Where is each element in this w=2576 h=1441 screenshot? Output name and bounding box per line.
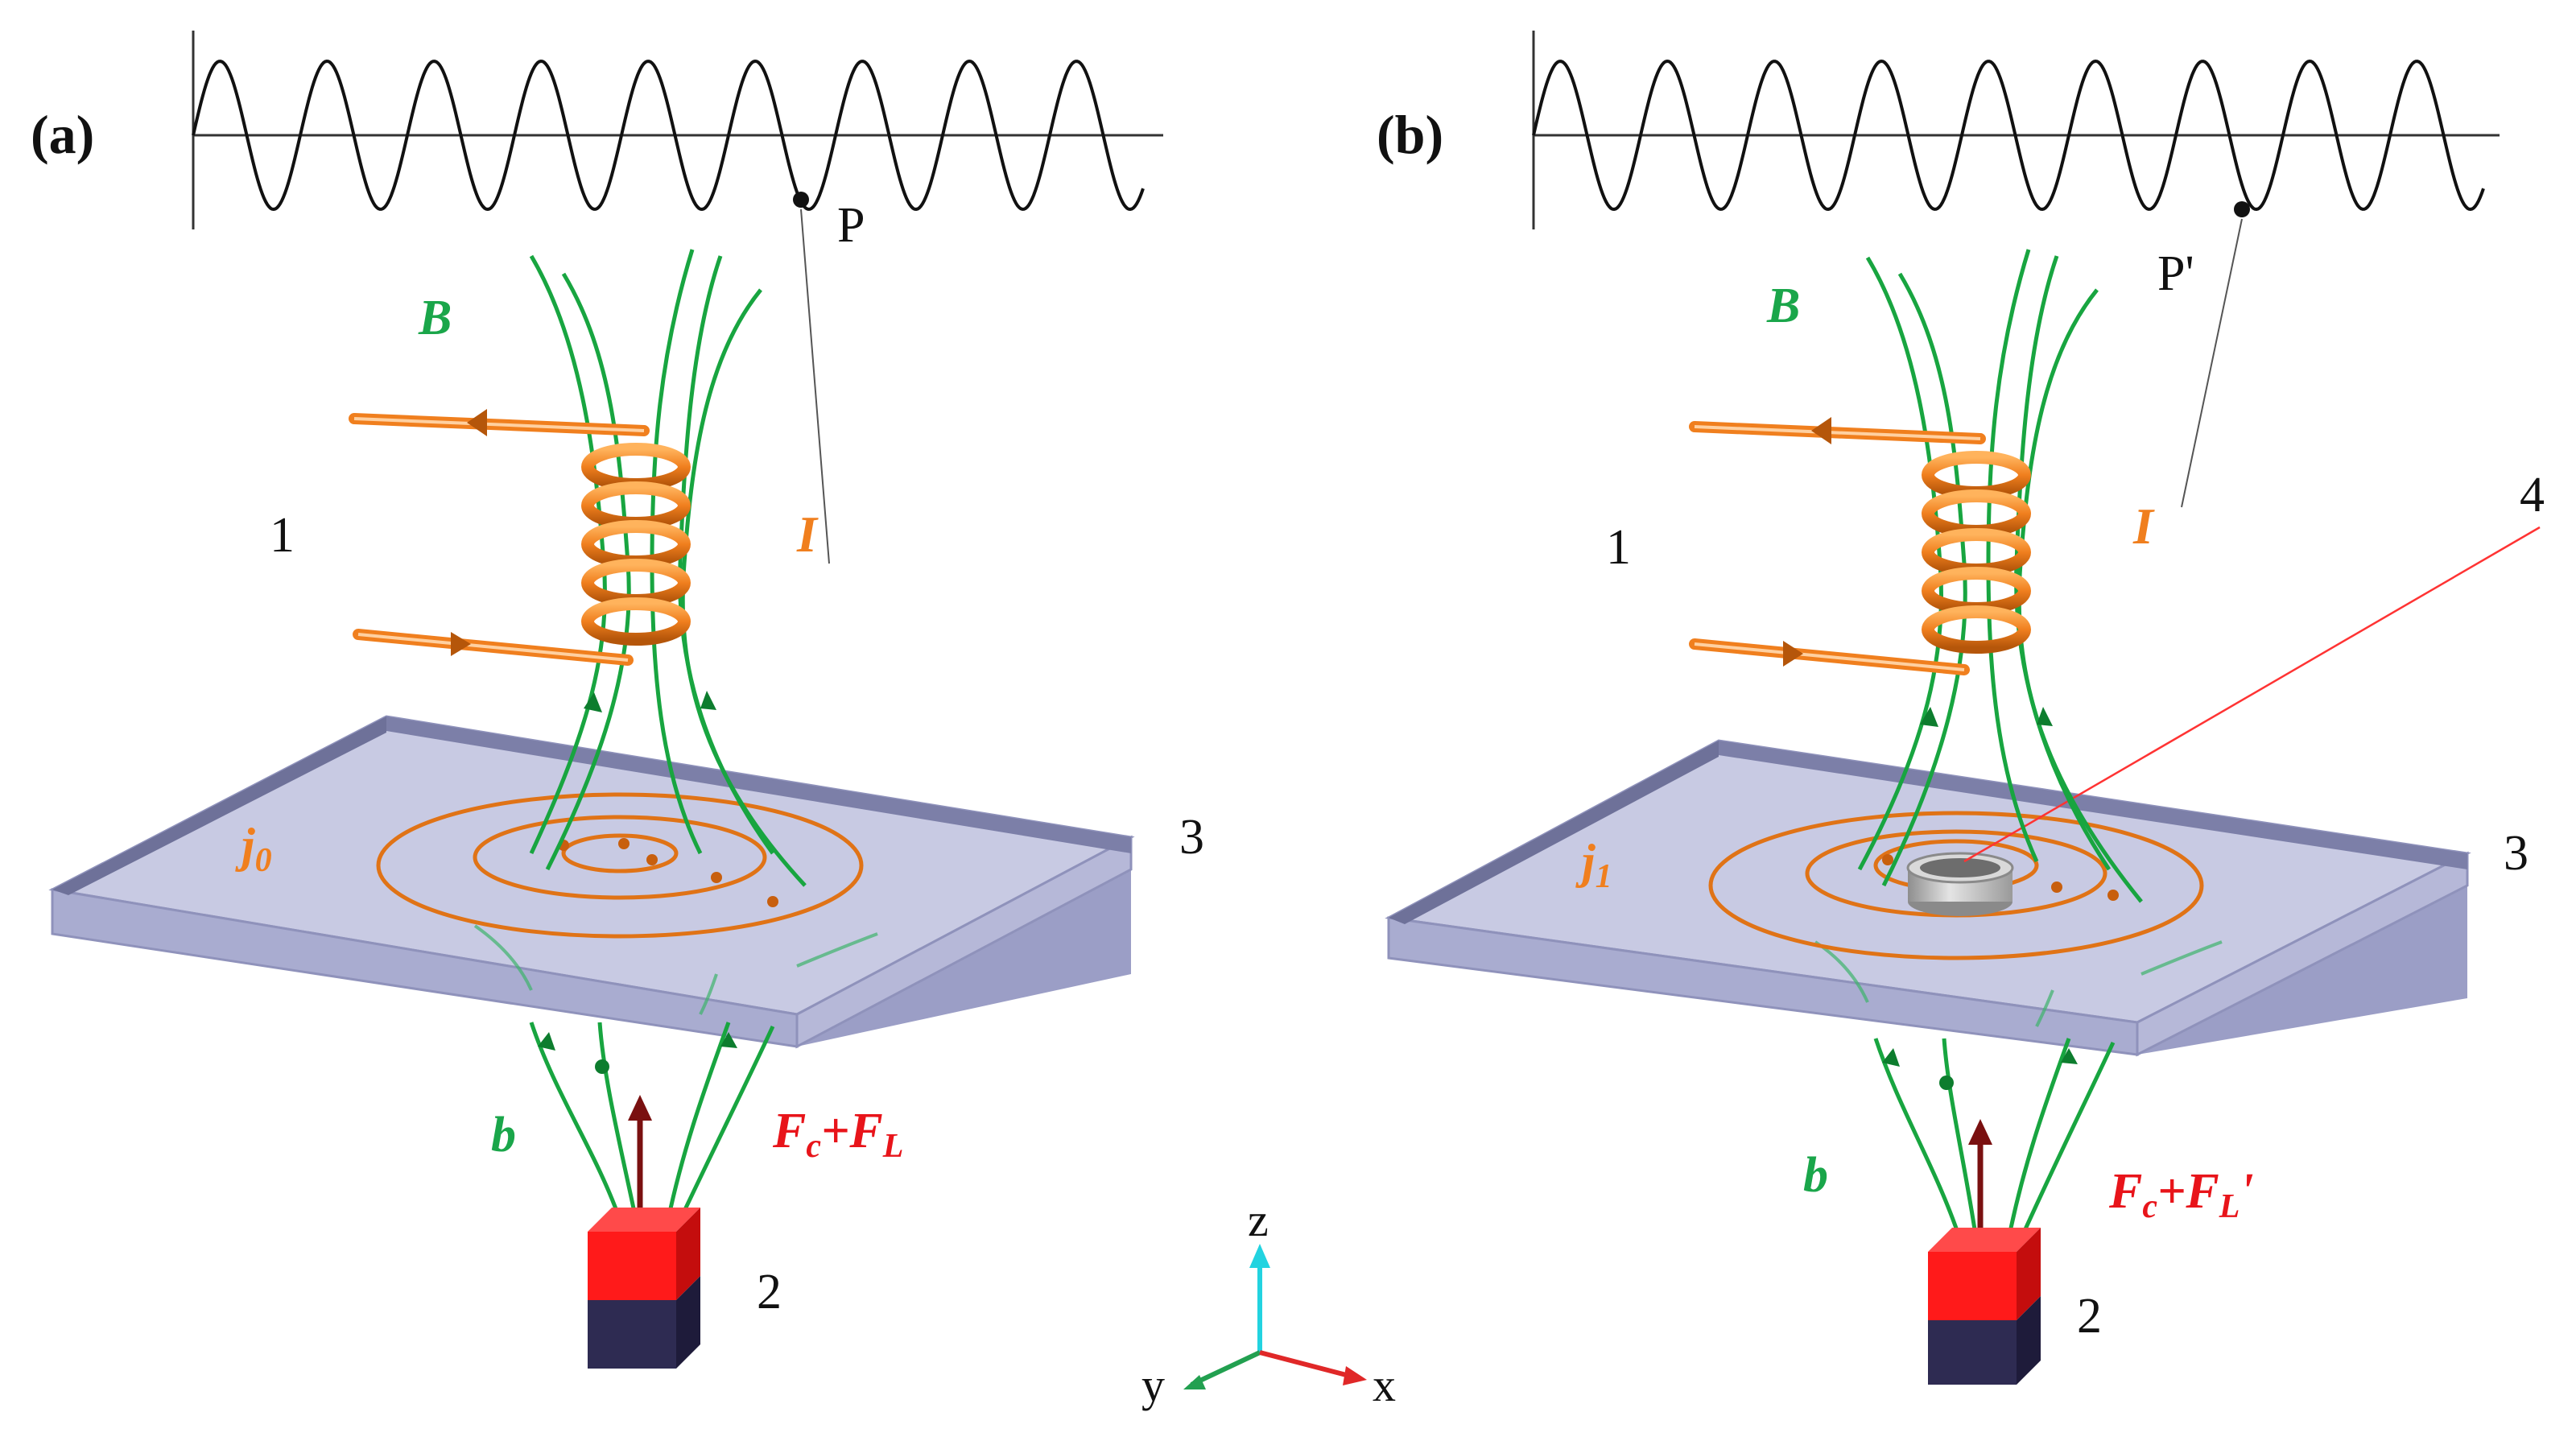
panel-a: (a) P: [31, 31, 1204, 1369]
current-waveform: [192, 59, 1145, 212]
magnet-icon: [1928, 1228, 2041, 1385]
point-label: P: [837, 198, 865, 253]
field-label-b: B: [418, 291, 452, 345]
plate-number: 3: [2504, 826, 2529, 881]
point-label: P': [2157, 246, 2194, 301]
axis-triad-icon: z y x: [1141, 1194, 1396, 1411]
waveform-plot: P: [192, 31, 1163, 564]
current-density-label: j0: [235, 819, 272, 879]
axis-z-label: z: [1248, 1194, 1269, 1246]
force-label: Fc+FL: [772, 1104, 903, 1165]
helical-coil-icon: [349, 409, 691, 666]
magnet-icon: [588, 1208, 700, 1369]
magnet-number: 2: [2077, 1289, 2102, 1344]
axis-x-label: x: [1373, 1359, 1396, 1411]
panel-label: (a): [31, 104, 94, 165]
force-arrow: [1968, 1119, 1992, 1228]
helical-coil-icon: [1689, 417, 2031, 675]
magnet-number: 2: [757, 1265, 782, 1319]
coil-number: 1: [1606, 520, 1631, 575]
magnet-field-label: b: [1803, 1148, 1828, 1203]
force-arrow: [628, 1095, 652, 1208]
field-lines-magnet: [529, 1022, 775, 1221]
current-label-i: I: [796, 506, 819, 563]
current-label-i: I: [2132, 498, 2155, 555]
defect-number: 4: [2520, 468, 2545, 522]
panel-label: (b): [1377, 104, 1443, 165]
point-marker: [2234, 201, 2250, 217]
field-lines-magnet: [1873, 1038, 2116, 1241]
axis-y-label: y: [1141, 1359, 1165, 1411]
eddy-current-loops: [376, 792, 864, 939]
panel-b: (b) P': [1377, 31, 2545, 1385]
defect-leader-line: [1963, 526, 2541, 863]
force-label: Fc+FL': [2108, 1164, 2254, 1225]
leader-line: [2181, 218, 2243, 508]
coil-number: 1: [270, 508, 295, 563]
waveform-plot: P': [1532, 31, 2500, 508]
field-lines-through-plate: [473, 924, 878, 1015]
defect-hole: [1906, 852, 2014, 916]
point-marker: [793, 192, 809, 208]
plate-number: 3: [1179, 810, 1204, 865]
leader-line: [800, 209, 830, 564]
current-waveform: [1532, 59, 2485, 212]
field-label-b: B: [1766, 279, 1800, 333]
magnet-field-label: b: [491, 1108, 516, 1162]
